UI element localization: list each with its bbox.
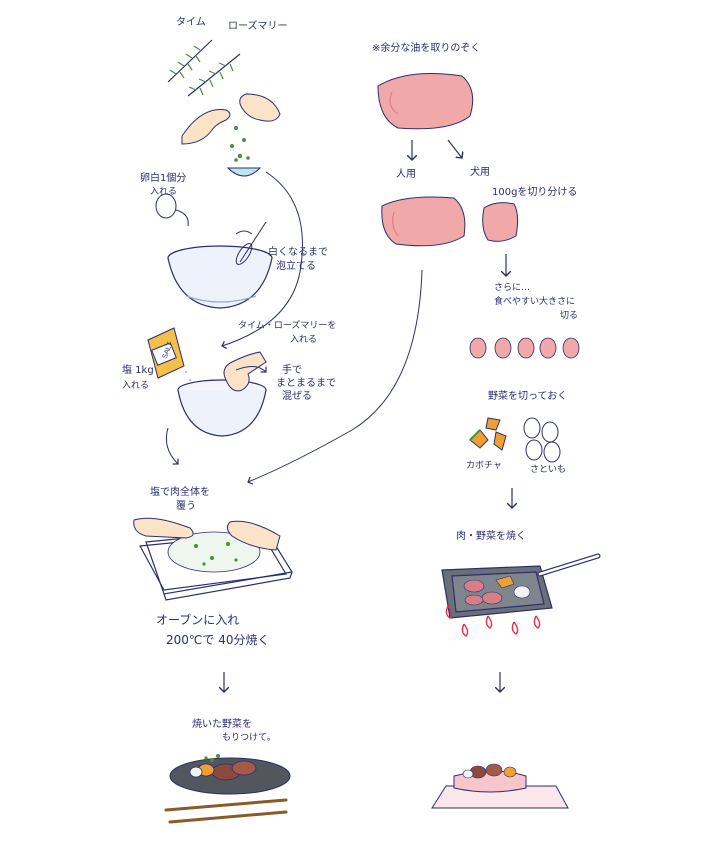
label-dog: 犬用	[470, 167, 490, 178]
hands-icon	[181, 93, 281, 145]
dog-portion-icon	[482, 202, 519, 242]
flames-icon	[445, 605, 541, 637]
chopsticks-icon	[164, 798, 288, 824]
label-whisk-2: 泡立てる	[276, 261, 316, 272]
label-rosemary: ローズマリー	[228, 21, 288, 32]
label-thyme: タイム	[176, 17, 206, 28]
whisk-icon	[235, 221, 267, 265]
salt-bag-icon: SALT	[147, 327, 185, 379]
rotate-arrow-icon	[235, 366, 266, 372]
label-trim-fat: ※余分な油を取りのぞく	[372, 43, 481, 54]
herb-leaves-icon	[230, 126, 250, 162]
label-mix-2: まとまるまで	[276, 378, 336, 389]
meat-texture	[389, 91, 399, 115]
label-oven-2: 200℃で 40分焼く	[166, 633, 270, 647]
salt-mound-icon	[167, 531, 261, 573]
label-add-herbs-2: 入れる	[290, 335, 318, 345]
label-add-herbs-1: タイム・ローズマリーを	[238, 321, 337, 331]
mixing-bowl-icon	[167, 245, 273, 309]
hand-icon	[223, 351, 267, 392]
label-cut-veg: 野菜を切っておく	[488, 391, 568, 402]
label-grill: 肉・野菜を焼く	[456, 531, 526, 542]
label-cut-100g: 100gを切り分ける	[492, 187, 578, 198]
small-bowl-icon	[226, 167, 262, 177]
flow-curve-arrow	[248, 269, 423, 482]
hands-pressing-icon	[133, 517, 281, 551]
label-plate-2: もりつけて。	[222, 733, 276, 743]
label-plate-1: 焼いた野菜を	[192, 719, 252, 730]
pumpkin-pieces-icon	[469, 417, 507, 451]
flow-curve-arrow	[222, 171, 303, 346]
label-mix-1: 手で	[282, 365, 302, 376]
meat-block-icon	[377, 73, 474, 130]
label-cut-more-1: さらに…	[494, 283, 531, 293]
egg-icon	[155, 193, 189, 227]
grilling-food-icon	[463, 575, 531, 606]
salt-bowl-icon	[177, 379, 267, 437]
label-egg-white-1: 卵白1個分	[140, 173, 187, 184]
herb-sprigs-icon	[167, 39, 241, 97]
label-cut-more-2: 食べやすい大きさに	[494, 297, 576, 307]
label-taro: さといも	[530, 465, 567, 475]
label-oven-1: オーブンに入れ	[156, 613, 240, 627]
flow-arrow-down	[165, 427, 178, 464]
garnish-icon	[204, 754, 220, 762]
label-salt-2: 入れる	[122, 381, 150, 391]
human-portion-icon	[381, 196, 466, 247]
label-mix-3: 混ぜる	[282, 391, 312, 402]
label-pumpkin: カボチャ	[466, 461, 502, 471]
label-egg-white-2: 入れる	[150, 187, 178, 197]
label-whisk-1: 白くなるまで	[268, 247, 328, 258]
meat-texture	[392, 211, 399, 237]
label-human: 人用	[396, 169, 416, 180]
herb-bits-icon	[194, 542, 238, 566]
label-cover-1: 塩で肉全体を	[150, 487, 210, 498]
dog-bowl-icon	[431, 770, 569, 809]
label-cut-more-3: 切る	[560, 311, 579, 321]
meat-pieces-icon	[469, 337, 580, 359]
label-salt-1: 塩 1kg	[122, 365, 154, 376]
taro-pieces-icon	[523, 417, 561, 463]
flow-arrow-diagonal	[447, 139, 462, 158]
meat-slices-icon	[189, 760, 257, 781]
label-cover-2: 覆う	[176, 501, 196, 512]
dog-food-icon	[462, 763, 517, 779]
